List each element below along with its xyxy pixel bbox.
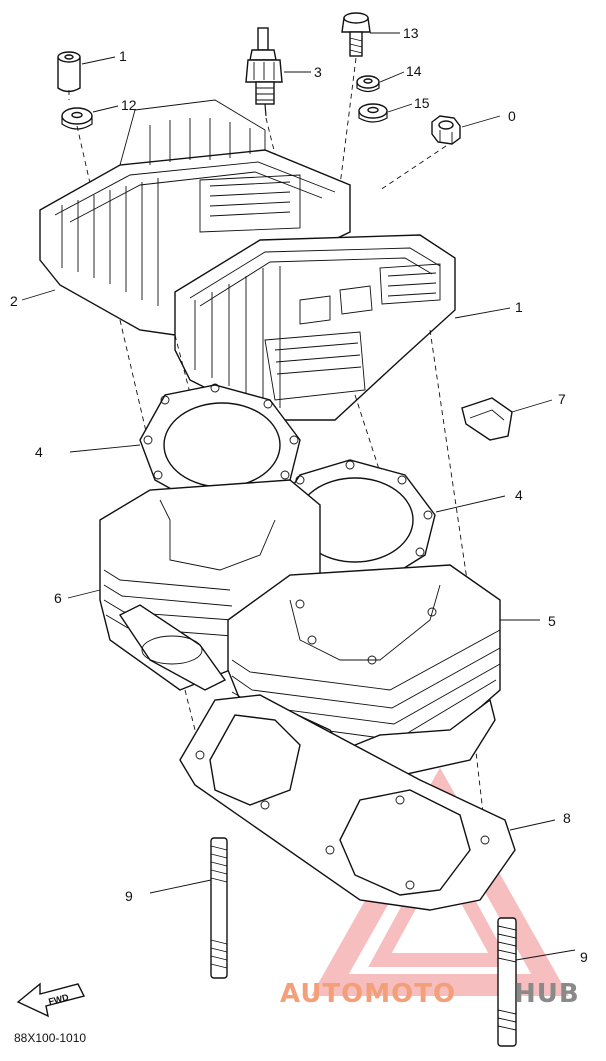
fwd-label: FWD <box>47 992 70 1007</box>
callout-5: 5 <box>548 613 556 629</box>
callout-2: 2 <box>10 293 18 309</box>
drawing-code: 88X100-1010 <box>14 1031 86 1045</box>
washer-part-12 <box>61 107 93 130</box>
nut-part-0 <box>431 115 461 145</box>
fwd-arrow-icon: FWD <box>16 982 86 1018</box>
callout-13: 13 <box>403 25 419 41</box>
callout-6: 6 <box>54 590 62 606</box>
bolt-part-13 <box>341 12 371 57</box>
watermark-text: AUTOMOTO HUB <box>280 979 580 1009</box>
base-gasket-part-8 <box>179 694 556 911</box>
callout-12: 12 <box>121 97 137 113</box>
callout-15: 15 <box>414 95 430 111</box>
callout-9-right: 9 <box>580 949 588 965</box>
callout-14: 14 <box>406 63 422 79</box>
washer-part-15 <box>358 103 388 123</box>
spark-plug-part-3 <box>245 27 283 117</box>
callout-3: 3 <box>314 64 322 80</box>
stud-bolt-right <box>497 917 576 1047</box>
callout-4-right: 4 <box>515 487 523 503</box>
callout-7: 7 <box>558 391 566 407</box>
callout-4-left: 4 <box>35 444 43 460</box>
stud-bolt-left <box>149 837 228 979</box>
callout-1-collar: 1 <box>119 48 127 64</box>
rubber-damper-part-7 <box>461 397 553 441</box>
callout-9-left: 9 <box>125 888 133 904</box>
watermark-part-b: HUB <box>514 979 580 1009</box>
callout-0: 0 <box>508 108 516 124</box>
collar-part-1 <box>57 51 81 93</box>
washer-part-14 <box>356 75 380 93</box>
callout-8: 8 <box>563 810 571 826</box>
cylinder-head <box>21 99 511 421</box>
head-gasket-rear <box>69 383 301 506</box>
watermark-part-a: AUTOMOTO <box>280 979 456 1009</box>
callout-1-head: 1 <box>515 299 523 315</box>
